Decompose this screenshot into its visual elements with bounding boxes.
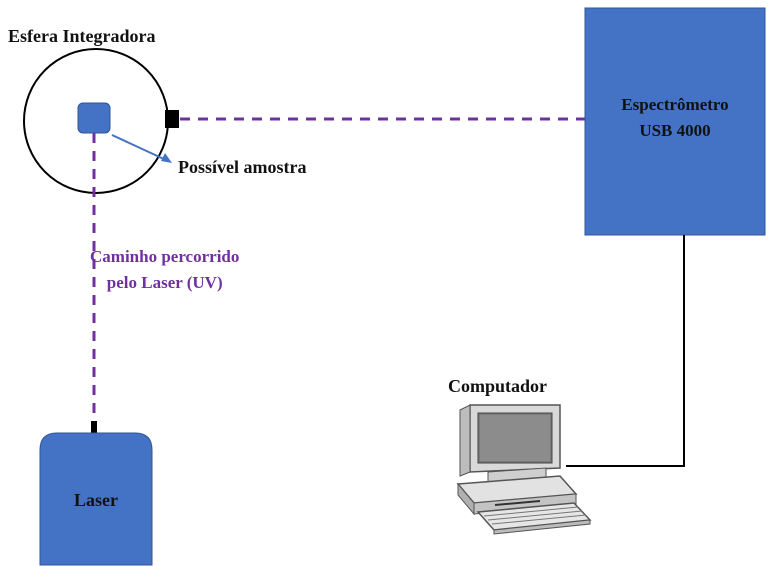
spectrometer-box xyxy=(584,7,766,236)
sample-arrow xyxy=(111,134,167,161)
sample-square xyxy=(77,102,111,134)
sample-arrowhead xyxy=(161,153,172,163)
laser-path-label: Caminho percorrido pelo Laser (UV) xyxy=(90,244,239,296)
laser-path-label-line1: Caminho percorrido xyxy=(90,247,240,266)
laser-path-label-line2: pelo Laser (UV) xyxy=(106,273,223,292)
laser-aperture xyxy=(91,421,97,435)
sphere-port xyxy=(165,110,179,128)
laser-box xyxy=(39,432,153,566)
spectrometer-label-line2: USB 4000 xyxy=(639,121,711,140)
laser-label: Laser xyxy=(74,490,118,510)
spectrometer-label: Espectrômetro USB 4000 xyxy=(585,92,765,144)
sphere-title: Esfera Integradora xyxy=(8,26,156,46)
computer-title: Computador xyxy=(448,376,548,396)
usb-cable xyxy=(566,235,685,467)
spectrometer-label-line1: Espectrômetro xyxy=(621,95,729,114)
computer-icon xyxy=(456,404,592,535)
sample-label: Possível amostra xyxy=(178,157,307,177)
